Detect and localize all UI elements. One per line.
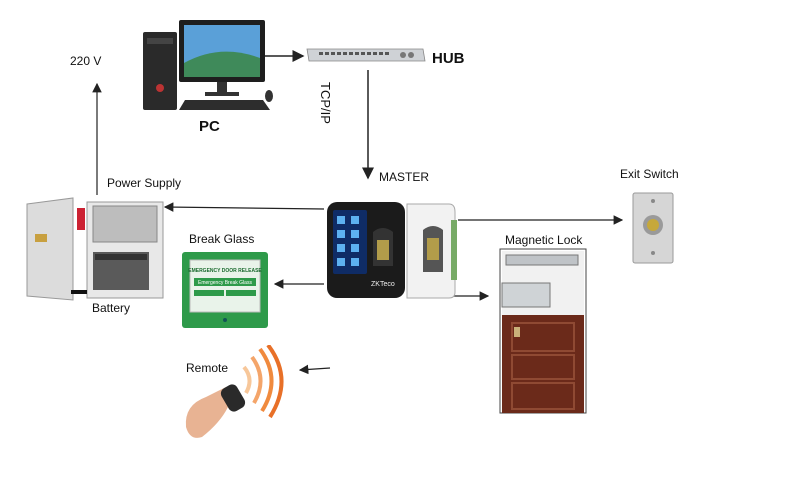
break-glass-title: EMERGENCY DOOR RELEASE	[188, 268, 262, 274]
master-power-line	[163, 202, 325, 212]
battery-label: Battery	[92, 301, 131, 315]
reader-brand-text: ZKTeco	[371, 281, 395, 288]
door-lock-illustration	[499, 248, 587, 414]
pc-label: PC	[199, 118, 220, 135]
hub-label: HUB	[432, 50, 465, 67]
pc-illustration	[143, 20, 273, 110]
power-supply-illustration	[26, 197, 164, 301]
master-label: MASTER	[379, 170, 430, 184]
remote-illustration	[185, 345, 284, 438]
tcp-ip-label: TCP/IP	[318, 82, 333, 124]
power-supply-label: Power Supply	[107, 176, 182, 190]
power-input-label: 220 V	[70, 54, 102, 68]
break-glass-label: Break Glass	[189, 232, 255, 246]
exit-switch-illustration	[632, 192, 674, 264]
break-glass-subtitle: Emergency Break Glass	[198, 280, 252, 286]
break-glass-illustration: EMERGENCY DOOR RELEASE Emergency Break G…	[182, 252, 268, 328]
remote-arrow	[298, 364, 331, 375]
remote-label: Remote	[186, 361, 229, 375]
reader-illustration: ZKTeco	[327, 202, 457, 299]
magnetic-lock-label: Magnetic Lock	[505, 233, 583, 247]
hub-illustration	[306, 48, 426, 62]
exit-switch-label: Exit Switch	[620, 167, 679, 181]
